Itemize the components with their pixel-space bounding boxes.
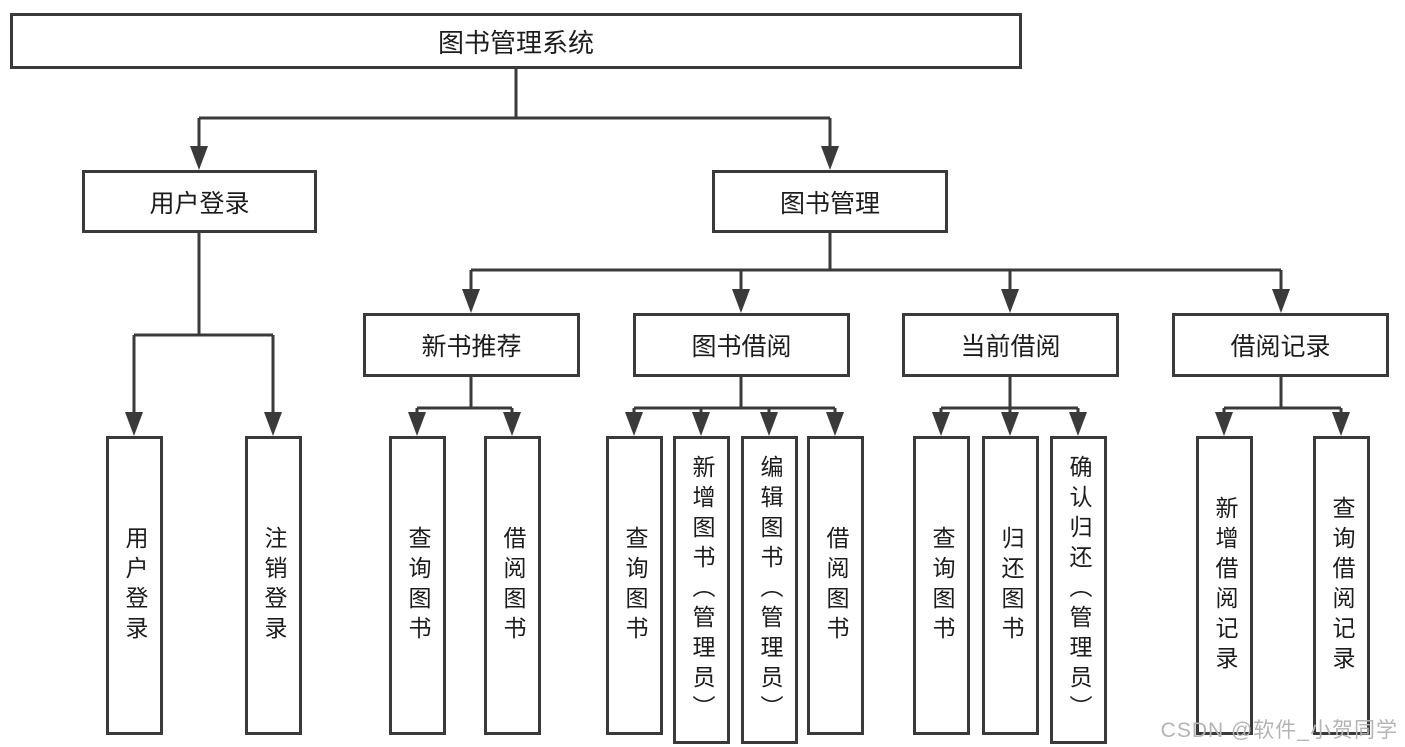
node-current-borrowing: 当前借阅 — [902, 313, 1119, 377]
connector-book-management-to-level3 — [469, 233, 1283, 293]
arrowheads-borrowing-records-to-leaves — [1215, 412, 1350, 436]
leaf-logout: 注销登录 — [245, 436, 302, 735]
node-new-book-recommend: 新书推荐 — [363, 313, 580, 377]
leaf-query-borrow-record: 查询借阅记录 — [1313, 436, 1370, 735]
arrowheads-root-to-level2 — [190, 146, 839, 170]
arrowheads-book-borrowing-to-leaves — [625, 412, 844, 436]
leaf-user-login: 用户登录 — [106, 436, 163, 735]
leaf-recommend-query-books: 查询图书 — [389, 436, 446, 735]
node-root-library-system: 图书管理系统 — [10, 13, 1022, 69]
connector-root-to-level2 — [197, 69, 832, 150]
node-book-management: 图书管理 — [712, 170, 948, 233]
leaf-borrowing-borrow-books: 借阅图书 — [807, 436, 864, 735]
connector-new-book-recommend-to-leaves — [415, 377, 514, 416]
leaf-borrowing-query-books: 查询图书 — [606, 436, 663, 735]
connector-current-borrowing-to-leaves — [939, 377, 1080, 416]
arrowheads-new-book-recommend-to-leaves — [408, 412, 521, 436]
leaf-recommend-borrow-books: 借阅图书 — [484, 436, 541, 735]
leaf-current-query-books: 查询图书 — [913, 436, 970, 735]
csdn-watermark: CSDN @软件_小贺同学 — [1160, 719, 1398, 742]
leaf-add-books-admin: 新增图书（管理员） — [673, 436, 730, 744]
node-user-login-group: 用户登录 — [82, 170, 317, 233]
connector-borrowing-records-to-leaves — [1222, 377, 1343, 416]
connector-book-borrowing-to-leaves — [632, 377, 837, 416]
connector-user-login-to-leaves — [132, 233, 275, 416]
arrowheads-user-login-to-leaves — [125, 412, 282, 436]
leaf-return-books: 归还图书 — [982, 436, 1039, 735]
node-borrowing-records: 借阅记录 — [1172, 313, 1389, 377]
leaf-add-borrow-record: 新增借阅记录 — [1196, 436, 1253, 735]
leaf-confirm-return-admin: 确认归还（管理员） — [1050, 436, 1107, 744]
leaf-edit-books-admin: 编辑图书（管理员） — [741, 436, 798, 744]
node-book-borrowing: 图书借阅 — [633, 313, 850, 377]
arrowheads-current-borrowing-to-leaves — [932, 412, 1087, 436]
arrowheads-book-management-to-level3 — [462, 289, 1290, 313]
